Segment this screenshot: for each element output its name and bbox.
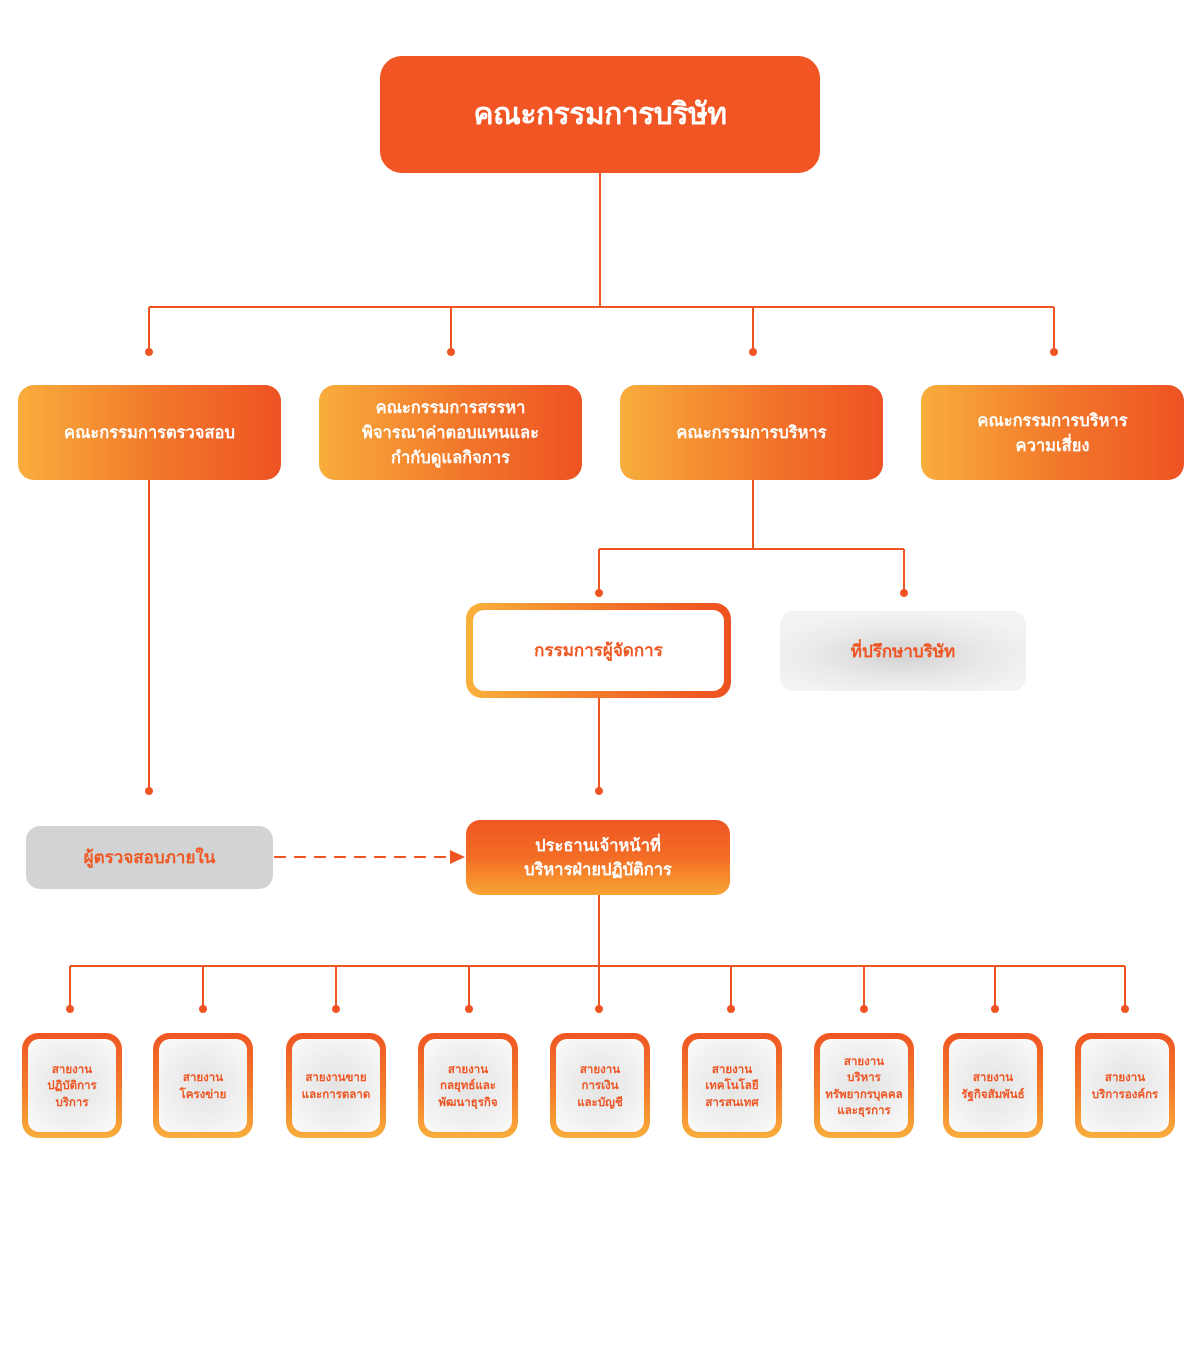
department-label: สายงานขาย และการตลาด: [292, 1039, 380, 1132]
board-of-directors-box: คณะกรรมการบริษัท: [380, 56, 820, 173]
department-box-human-resources-administration: สายงาน บริหาร ทรัพยากรบุคคล และธุรการ: [814, 1033, 914, 1138]
department-label: สายงาน บริการองค์กร: [1081, 1039, 1169, 1132]
department-label: สายงาน เทคโนโลยี สารสนเทศ: [688, 1039, 776, 1132]
risk-management-committee-box: คณะกรรมการบริหาร ความเสี่ยง: [921, 385, 1184, 480]
managing-director-label: กรรมการผู้จัดการ: [473, 610, 724, 691]
department-box-government-relations: สายงาน รัฐกิจสัมพันธ์: [943, 1033, 1043, 1138]
department-label: สายงาน รัฐกิจสัมพันธ์: [949, 1039, 1037, 1132]
department-box-service-operations: สายงาน ปฏิบัติการ บริการ: [22, 1033, 122, 1138]
company-advisor-box: ที่ปรึกษาบริษัท: [780, 611, 1026, 691]
dashed-arrow-head: [450, 850, 465, 864]
chief-operating-officer-box: ประธานเจ้าหน้าที่ บริหารฝ่ายปฏิบัติการ: [466, 820, 730, 895]
nomination-remuneration-committee-box: คณะกรรมการสรรหา พิจารณาค่าตอบแทนและ กำกั…: [319, 385, 582, 480]
department-box-corporate-services: สายงาน บริการองค์กร: [1075, 1033, 1175, 1138]
department-label: สายงาน บริหาร ทรัพยากรบุคคล และธุรการ: [820, 1039, 908, 1132]
department-label: สายงาน กลยุทธ์และ พัฒนาธุรกิจ: [424, 1039, 512, 1132]
department-label: สายงาน การเงิน และบัญชี: [556, 1039, 644, 1132]
executive-committee-box: คณะกรรมการบริหาร: [620, 385, 883, 480]
department-box-sales-marketing: สายงานขาย และการตลาด: [286, 1033, 386, 1138]
department-box-strategy-business-development: สายงาน กลยุทธ์และ พัฒนาธุรกิจ: [418, 1033, 518, 1138]
managing-director-box: กรรมการผู้จัดการ: [466, 603, 731, 698]
department-box-finance-accounting: สายงาน การเงิน และบัญชี: [550, 1033, 650, 1138]
department-box-information-technology: สายงาน เทคโนโลยี สารสนเทศ: [682, 1033, 782, 1138]
internal-auditor-box: ผู้ตรวจสอบภายใน: [26, 826, 273, 889]
department-box-network: สายงาน โครงข่าย: [153, 1033, 253, 1138]
audit-committee-box: คณะกรรมการตรวจสอบ: [18, 385, 281, 480]
department-label: สายงาน โครงข่าย: [159, 1039, 247, 1132]
department-label: สายงาน ปฏิบัติการ บริการ: [28, 1039, 116, 1132]
